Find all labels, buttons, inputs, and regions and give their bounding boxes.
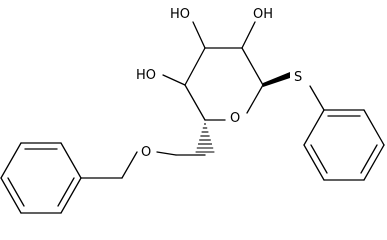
atom-labels: HO OH HO O S O: [136, 7, 302, 160]
phenyl-b-bond-5: [303, 144, 325, 181]
phenyl-b-bond-2: [363, 109, 385, 146]
oh-top-left-label: HO: [170, 7, 190, 22]
bond-s-phenyl: [309, 85, 325, 111]
molecule-diagram: HO OH HO O S O: [0, 7, 385, 214]
oh-top-right-label: OH: [253, 7, 273, 22]
sulfur-label: S: [294, 70, 302, 85]
bond-ch2-o: [156, 151, 177, 156]
hydroxyl-bonds: [162, 21, 256, 86]
structure-svg: HO OH HO O S O: [0, 7, 385, 214]
bond-c3-oh: [192, 21, 206, 49]
wedge-bond-c1-s: [263, 72, 290, 87]
ring-bond-c2-c1: [241, 47, 264, 86]
benzyloxy-chain: [80, 151, 206, 179]
phenyl-b-bond-3: [363, 144, 385, 181]
phenyl-a-bond-6: [60, 142, 82, 179]
ring-oxygen-label: O: [230, 111, 240, 126]
phenyl-a-double-2: [57, 177, 75, 207]
ring-bond-c4-c3: [184, 47, 206, 86]
hashed-bond-c5-ch2: [195, 123, 215, 153]
pyranose-ring: [184, 47, 264, 121]
phenyl-b-bond-6: [303, 109, 325, 146]
phenyl-a-bond-1: [60, 177, 82, 214]
bond-c4-oh: [162, 74, 186, 86]
ether-oxygen-label: O: [141, 145, 151, 160]
bond-c2-oh: [241, 21, 256, 49]
phenyl-b-double-2: [360, 144, 378, 174]
phenyl-a-bond-3: [0, 177, 22, 214]
oh-left-label: HO: [136, 68, 156, 83]
phenyl-b-double-3: [310, 144, 328, 174]
phenyl-a-bond-4: [0, 142, 22, 179]
phenyl-a-double-3: [7, 177, 25, 207]
ring-bond-c1-o5: [246, 84, 264, 114]
benzyl-phenyl-ring: [0, 142, 82, 214]
bond-o-benzyl-ch2: [121, 151, 138, 179]
ring-bond-c5-c4: [184, 84, 206, 121]
thiophenyl-ring: [303, 109, 385, 181]
